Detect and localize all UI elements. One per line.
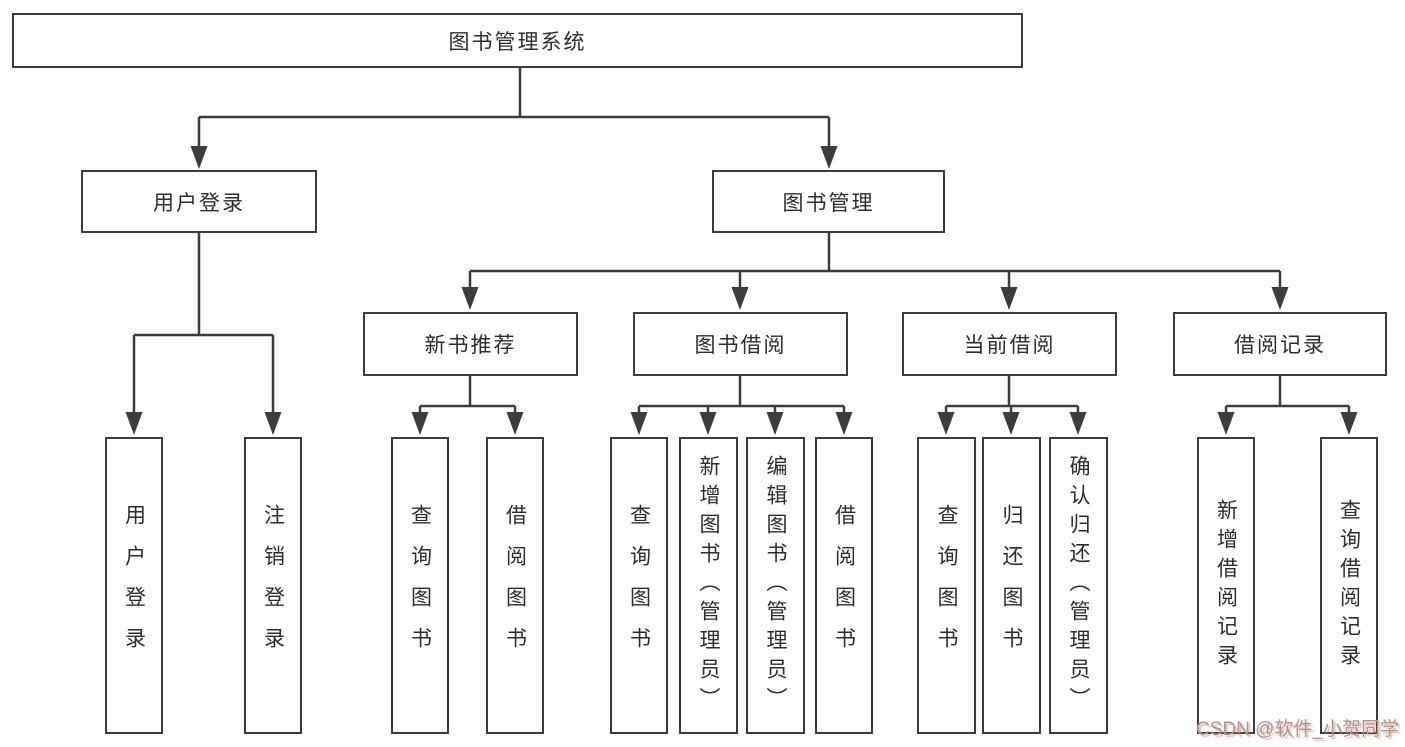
node-new-book-recommend-label: 新书推荐 bbox=[424, 334, 517, 357]
leaf-return-book-label: 归还图书 bbox=[1000, 503, 1023, 668]
node-new-book-recommend: 新书推荐 bbox=[363, 312, 578, 376]
node-book-borrowing: 图书借阅 bbox=[633, 312, 848, 376]
leaf-edit-book-admin: 编辑图书（管理员） bbox=[746, 437, 805, 734]
leaf-query-borrow-record: 查询借阅记录 bbox=[1320, 437, 1378, 734]
leaf-query-book-label: 查询图书 bbox=[627, 503, 651, 668]
leaf-user-login: 用户登录 bbox=[105, 437, 163, 734]
leaf-confirm-return-admin: 确认归还（管理员） bbox=[1049, 437, 1108, 734]
leaf-logout: 注销登录 bbox=[244, 437, 302, 734]
node-user-login: 用户登录 bbox=[81, 170, 317, 233]
node-borrowing-records: 借阅记录 bbox=[1173, 312, 1387, 376]
leaf-user-login-label: 用户登录 bbox=[122, 503, 146, 668]
edge-bookmgmt-to-level3 bbox=[468, 233, 1282, 291]
node-book-management: 图书管理 bbox=[712, 170, 945, 233]
leaf-borrow-book-label: 借阅图书 bbox=[832, 503, 856, 668]
node-user-login-label: 用户登录 bbox=[153, 191, 245, 215]
edge-root-to-level2 bbox=[197, 68, 831, 150]
node-current-borrowing: 当前借阅 bbox=[902, 312, 1117, 376]
node-borrowing-records-label: 借阅记录 bbox=[1234, 334, 1326, 357]
node-root-label: 图书管理系统 bbox=[448, 30, 587, 54]
leaf-query-book-under-borrowing: 查询图书 bbox=[610, 437, 668, 734]
edge-userlogin-to-leaves bbox=[132, 233, 275, 416]
edge-newbook-to-leaves bbox=[418, 376, 517, 416]
leaf-edit-book-admin-label: 编辑图书（管理员） bbox=[764, 455, 787, 716]
node-book-management-label: 图书管理 bbox=[782, 191, 875, 215]
csdn-watermark: CSDN @软件_小贺同学 bbox=[1196, 719, 1399, 740]
leaf-borrow-book-under-borrowing: 借阅图书 bbox=[815, 437, 873, 734]
node-current-borrowing-label: 当前借阅 bbox=[963, 334, 1056, 357]
leaf-borrow-book-under-recommend: 借阅图书 bbox=[486, 437, 544, 734]
leaf-borrow-book-label: 借阅图书 bbox=[503, 503, 527, 668]
leaf-query-borrow-record-label: 查询借阅记录 bbox=[1337, 498, 1361, 673]
leaf-add-borrow-record: 新增借阅记录 bbox=[1197, 437, 1255, 734]
leaf-add-book-admin-label: 新增图书（管理员） bbox=[697, 455, 720, 716]
leaf-return-book: 归还图书 bbox=[982, 437, 1041, 734]
leaf-add-borrow-record-label: 新增借阅记录 bbox=[1214, 498, 1238, 673]
leaf-logout-label: 注销登录 bbox=[261, 503, 285, 668]
leaf-query-book-label: 查询图书 bbox=[408, 503, 432, 668]
edge-records-to-leaves bbox=[1224, 376, 1351, 416]
leaf-query-book-label: 查询图书 bbox=[935, 503, 958, 668]
node-book-borrowing-label: 图书借阅 bbox=[694, 334, 787, 357]
leaf-query-book-under-recommend: 查询图书 bbox=[391, 437, 449, 734]
leaf-query-book-under-current: 查询图书 bbox=[917, 437, 976, 734]
edge-current-to-leaves bbox=[944, 376, 1080, 416]
leaf-add-book-admin: 新增图书（管理员） bbox=[679, 437, 738, 734]
edge-bookborrow-to-leaves bbox=[637, 376, 846, 416]
node-root: 图书管理系统 bbox=[12, 13, 1023, 68]
arrowheads bbox=[125, 146, 1358, 435]
leaf-confirm-return-admin-label: 确认归还（管理员） bbox=[1067, 455, 1090, 716]
